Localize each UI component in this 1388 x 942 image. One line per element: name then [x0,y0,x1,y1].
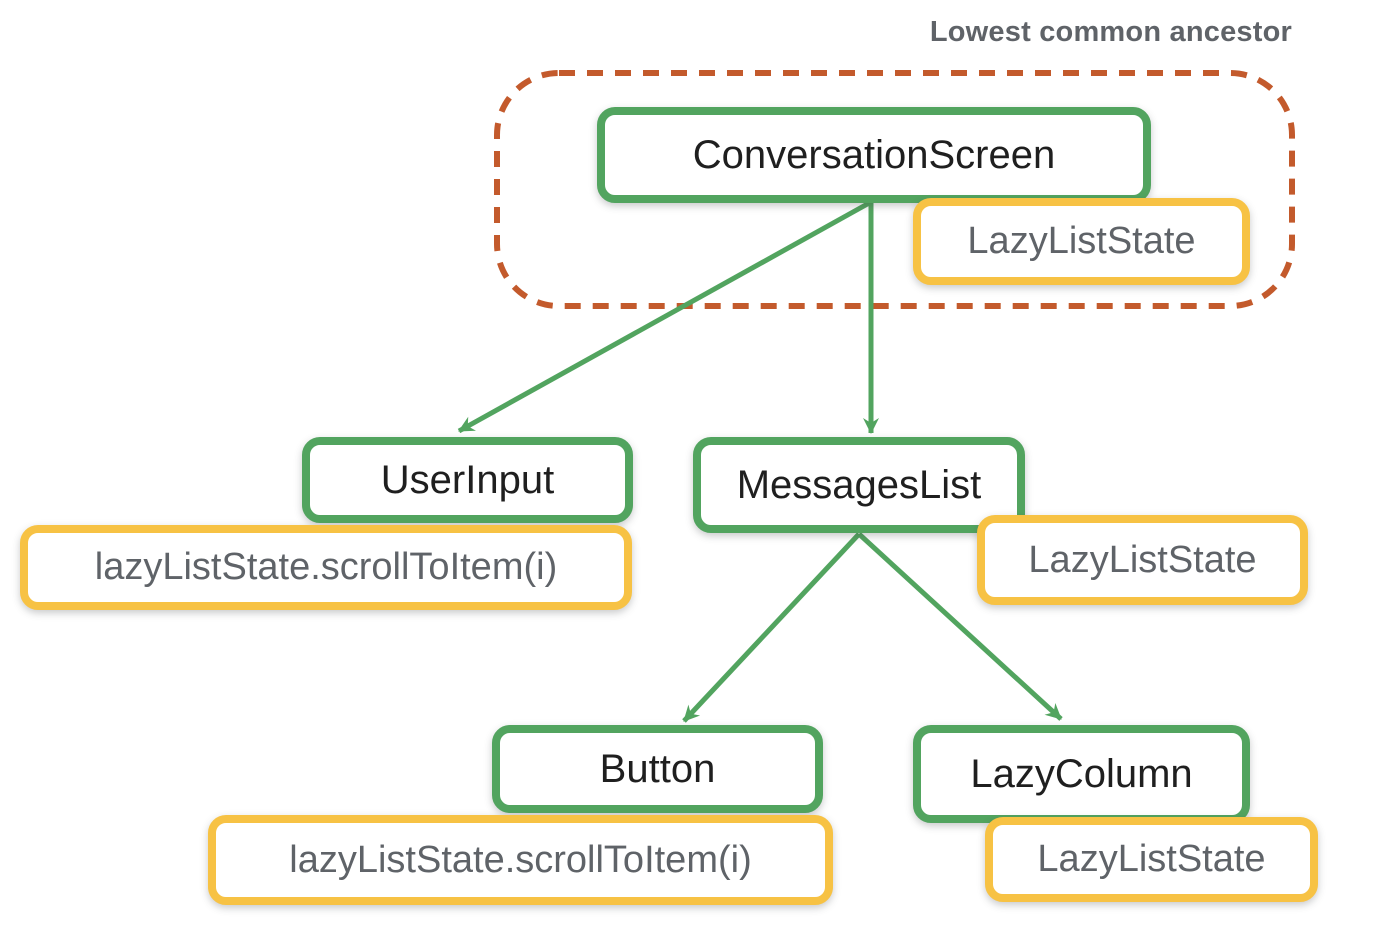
diagram-title: Lowest common ancestor [929,16,1292,48]
state-lazy-column-lazyliststate: LazyListState [985,817,1318,902]
node-messages-list: MessagesList [693,437,1025,533]
node-button-label: Button [599,746,716,791]
state-ancestor-lazyliststate-label: LazyListState [967,220,1196,262]
node-user-input: UserInput [302,437,633,523]
node-messages-list-label: MessagesList [736,462,982,507]
edge-messageslist-to-lazycolumn [857,532,1063,721]
node-user-input-label: UserInput [380,457,555,502]
state-messages-list-lazyliststate: LazyListState [977,515,1308,605]
node-lazy-column: LazyColumn [913,725,1250,823]
ancestor-outline [494,70,1295,309]
state-ancestor-lazyliststate: LazyListState [913,198,1250,285]
node-lazy-column-label: LazyColumn [970,751,1193,796]
state-user-input-scroll-call-label: lazyListState.scrollToItem(i) [94,546,558,588]
state-lazy-column-lazyliststate-label: LazyListState [1037,838,1266,880]
node-conversation-screen-label: ConversationScreen [692,132,1056,177]
state-messages-list-lazyliststate-label: LazyListState [1028,538,1257,581]
node-button: Button [492,725,823,813]
state-button-scroll-call: lazyListState.scrollToItem(i) [208,815,833,905]
edge-conversation-to-userinput [457,199,873,434]
edge-messageslist-to-button [682,532,861,723]
state-button-scroll-call-label: lazyListState.scrollToItem(i) [289,838,752,881]
state-user-input-scroll-call: lazyListState.scrollToItem(i) [20,525,632,610]
node-conversation-screen: ConversationScreen [597,107,1151,203]
